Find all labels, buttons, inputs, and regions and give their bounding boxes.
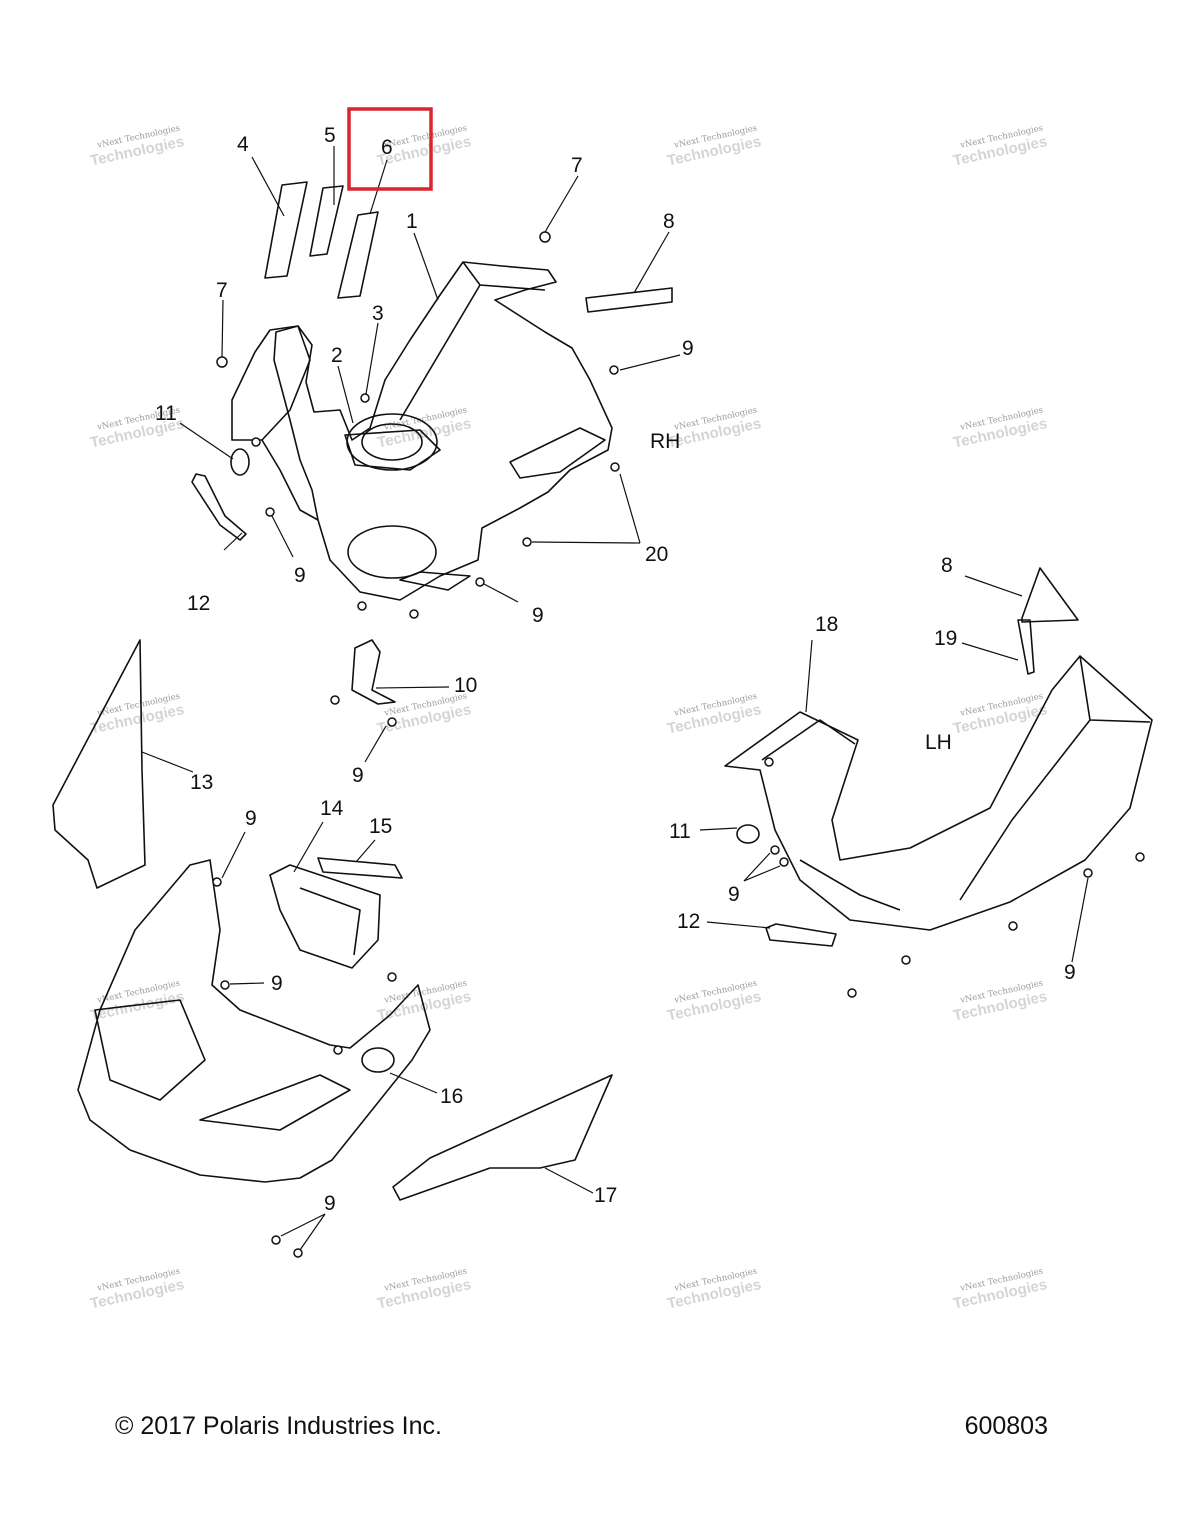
decal-15 bbox=[317, 857, 403, 879]
callout-15: 15 bbox=[369, 815, 392, 838]
callout-18: 18 bbox=[815, 613, 838, 636]
callout-labels: 4 5 6 7 1 8 7 3 2 9 RH 11 20 9 12 9 10 9… bbox=[155, 124, 1076, 1215]
fasteners-lh bbox=[764, 757, 1145, 998]
callout-10: 10 bbox=[454, 674, 477, 697]
callout-9: 9 bbox=[294, 564, 306, 587]
callout-7: 7 bbox=[571, 154, 583, 177]
bracket-10 bbox=[351, 639, 396, 705]
callout-4: 4 bbox=[237, 133, 249, 156]
panel-17 bbox=[392, 1074, 613, 1201]
callout-19: 19 bbox=[934, 627, 957, 650]
callout-12: 12 bbox=[677, 910, 700, 933]
pad-5 bbox=[309, 185, 344, 257]
strap-12-rh bbox=[191, 473, 247, 541]
callout-11: 11 bbox=[669, 820, 691, 843]
decal-8-lh bbox=[1021, 567, 1079, 623]
panel-18 bbox=[724, 655, 1153, 931]
callout-1: 1 bbox=[406, 210, 418, 233]
callout-16: 16 bbox=[440, 1085, 463, 1108]
fuel-ring-2 bbox=[346, 413, 438, 471]
decal-8-rh bbox=[585, 287, 673, 313]
callout-9: 9 bbox=[532, 604, 544, 627]
bracket-19 bbox=[1017, 619, 1035, 675]
panel-16 bbox=[77, 859, 431, 1183]
callout-20: 20 bbox=[645, 543, 668, 566]
callout-9: 9 bbox=[1064, 961, 1076, 984]
pad-4 bbox=[264, 181, 308, 279]
callout-5: 5 bbox=[324, 124, 336, 147]
callout-9: 9 bbox=[352, 764, 364, 787]
plug-11-rh bbox=[230, 448, 250, 476]
rh-label: RH bbox=[650, 430, 680, 453]
pad-6 bbox=[337, 211, 379, 299]
lower-left-assembly bbox=[52, 639, 613, 1201]
callout-9: 9 bbox=[271, 972, 283, 995]
lh-label: LH bbox=[925, 731, 952, 754]
callout-9: 9 bbox=[728, 883, 740, 906]
rh-assembly bbox=[191, 181, 673, 601]
callout-8: 8 bbox=[941, 554, 953, 577]
callout-9: 9 bbox=[324, 1192, 336, 1215]
strap-12-lh bbox=[765, 923, 837, 947]
duct-14 bbox=[269, 864, 381, 969]
fasteners-lower-left bbox=[212, 695, 397, 1258]
panel-1 bbox=[273, 261, 613, 601]
lh-assembly bbox=[724, 567, 1153, 947]
callout-2: 2 bbox=[331, 344, 343, 367]
callout-3: 3 bbox=[372, 302, 384, 325]
callout-7: 7 bbox=[216, 279, 228, 302]
fasteners-rh bbox=[216, 231, 620, 619]
leader-lines bbox=[141, 146, 1089, 1251]
callout-12: 12 bbox=[187, 592, 210, 615]
callout-9: 9 bbox=[245, 807, 257, 830]
callout-6: 6 bbox=[381, 136, 393, 159]
callout-11: 11 bbox=[155, 402, 177, 425]
highlight-box bbox=[347, 107, 433, 191]
callout-8: 8 bbox=[663, 210, 675, 233]
panel-13 bbox=[52, 639, 146, 889]
plug-11-lh bbox=[736, 824, 760, 844]
diagram-number: 600803 bbox=[964, 1412, 1048, 1440]
copyright-notice: © 2017 Polaris Industries Inc. bbox=[115, 1412, 442, 1440]
callout-9: 9 bbox=[682, 337, 694, 360]
callout-14: 14 bbox=[320, 797, 344, 820]
callout-13: 13 bbox=[190, 771, 213, 794]
callout-17: 17 bbox=[594, 1184, 617, 1207]
